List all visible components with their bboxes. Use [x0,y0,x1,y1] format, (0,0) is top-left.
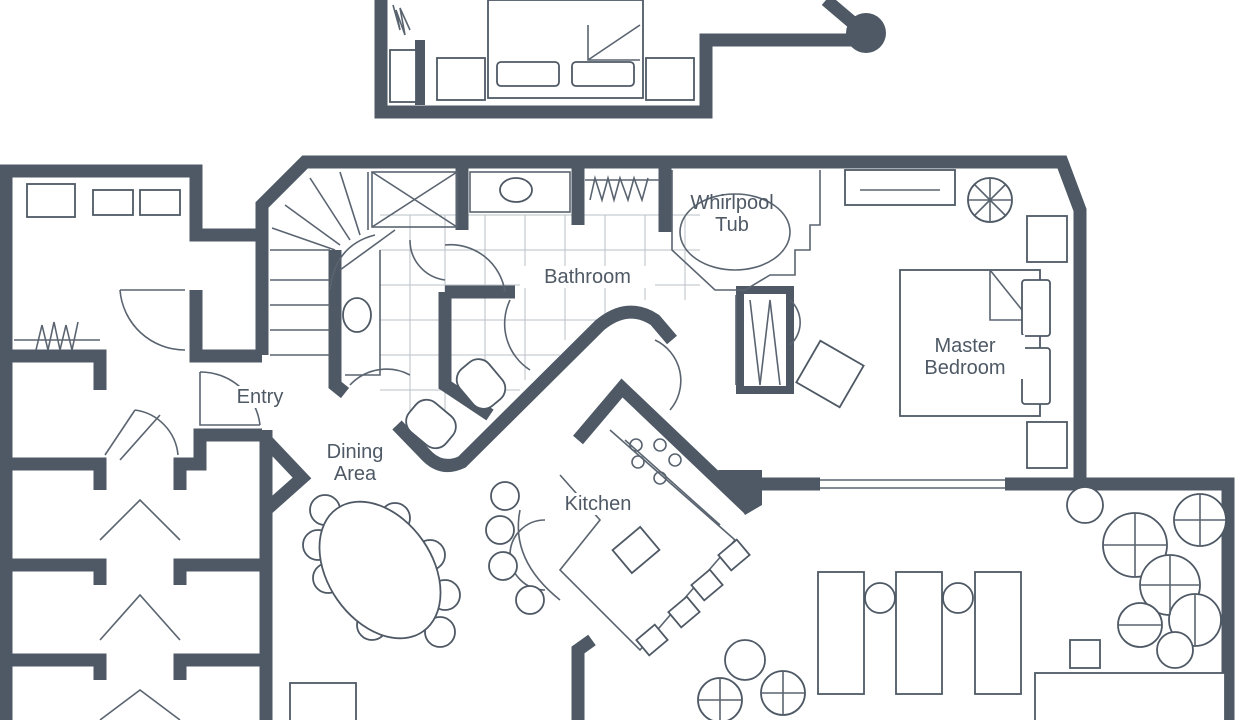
label-line: Bedroom [924,357,1006,379]
room-label-whirlpool-tub: Whirlpool Tub [672,192,792,236]
label-line: Area [333,463,377,485]
whirlpool-tub [671,170,821,291]
main-unit-walls [255,155,1235,720]
room-label-master-bedroom: Master Bedroom [905,335,1025,379]
room-label-dining-area: Dining Area [310,441,400,485]
label-line: Dining [326,441,384,463]
bath-fixtures [339,171,682,450]
label-line: Tub [715,214,749,236]
label-line: Whirlpool [690,192,774,214]
staircase [270,171,458,356]
room-label-bathroom: Bathroom [520,266,655,288]
kitchen-furniture [485,429,751,657]
left-unit-walls [0,164,357,720]
upper-unit-walls [374,0,886,119]
label-line: Master [934,335,996,357]
dining-table [302,494,461,648]
room-label-entry: Entry [225,386,295,408]
column [846,13,886,53]
patio-furniture [697,486,1227,720]
room-label-kitchen: Kitchen [553,493,643,515]
